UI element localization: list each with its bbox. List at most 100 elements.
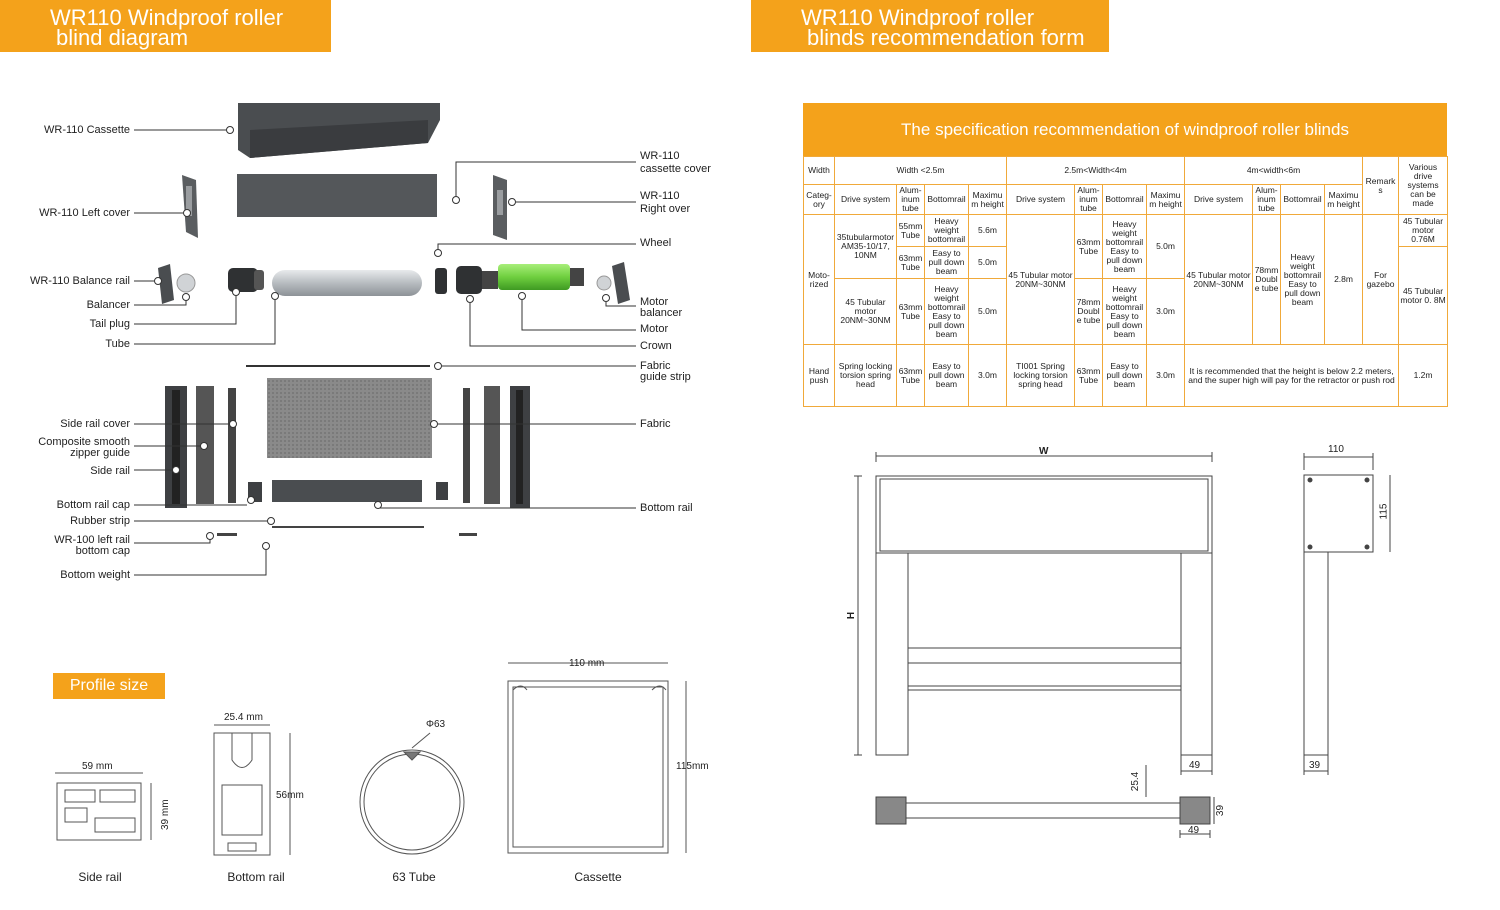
profile-size-badge: Profile size	[53, 673, 165, 699]
m-r1a-tube: 55mm Tube	[896, 214, 925, 247]
label-cassette: WR-110 Cassette	[44, 124, 130, 136]
dim-h: H	[846, 611, 858, 620]
col-height-1: Maximum height	[967, 184, 1008, 215]
category-label: Categ-ory	[803, 184, 835, 215]
dim-49-front: 49	[1189, 760, 1201, 771]
label-cassette-cover-1: WR-110	[640, 150, 680, 162]
m-variant-1: 45 Tubular motor 0.76M	[1398, 214, 1449, 247]
m-r1b-rail: Easy to pull down beam	[924, 246, 969, 279]
left-section-banner: WR110 Windproof roller blind diagram	[0, 0, 331, 52]
m-r1b-height: 5.0m	[967, 246, 1008, 279]
label-wheel: Wheel	[640, 237, 672, 249]
balance-rail-part	[158, 264, 264, 304]
label-cassette-cover-2: cassette cover	[640, 163, 711, 175]
label-zipper-guide-1: Composite smooth	[38, 436, 130, 448]
label-bottom-weight: Bottom weight	[60, 569, 130, 581]
col-drive-3: Drive system	[1184, 184, 1254, 215]
m-mid1-rail: Heavy weight bottomrail Easy to pull dow…	[1102, 214, 1148, 279]
dim-115: 115	[1378, 503, 1390, 520]
m-r2-tube: 63mm Tube	[896, 278, 925, 345]
m-r2-height: 5.0m	[967, 278, 1008, 345]
hand-label: Hand push	[803, 344, 835, 407]
label-rubber-strip: Rubber strip	[70, 515, 130, 527]
label-motor-balancer-1: Motor	[640, 296, 669, 308]
m-r2-rail: Heavy weight bottomrail Easy to pull dow…	[924, 278, 969, 345]
col-rail-2: Bottomrail	[1102, 184, 1148, 215]
col-height-2: Maximum height	[1146, 184, 1186, 215]
range-1: Width <2.5m	[833, 156, 1008, 185]
side-rails-right	[463, 386, 530, 508]
spec-grid: Width Width <2.5m 2.5m<Width<4m 4m<width…	[803, 156, 1449, 407]
h-mid-tube: 63mm Tube	[1074, 344, 1104, 407]
dim-49-plan: 49	[1188, 825, 1200, 836]
label-side-rail-cover: Side rail cover	[60, 418, 130, 430]
side-rail-width-dim: 59 mm	[82, 761, 113, 772]
cassette-profile	[507, 662, 687, 854]
col-rail-1: Bottomrail	[924, 184, 969, 215]
m-r1a-rail: Heavy weight bottomrail	[924, 214, 969, 247]
label-side-rail: Side rail	[90, 465, 130, 477]
exploded-diagram	[134, 103, 636, 576]
tube-part	[272, 270, 422, 296]
bottom-rail-width-dim: 25.4 mm	[224, 712, 263, 723]
h-note: It is recommended that the height is bel…	[1184, 344, 1400, 407]
caption-cassette: Cassette	[574, 870, 622, 884]
label-left-rail-cap-2: bottom cap	[75, 545, 130, 557]
h-tube: 63mm Tube	[896, 344, 925, 407]
dim-110: 110	[1328, 444, 1344, 455]
range-3: 4m<width<6m	[1184, 156, 1364, 185]
motorized-label: Moto-rized	[803, 214, 835, 345]
h-mid-rail: Easy to pull down beam	[1102, 344, 1148, 407]
fabric-part	[267, 378, 432, 458]
drive-note-header: Various drive systems can be made	[1398, 156, 1449, 215]
label-right-over-2: Right over	[640, 203, 691, 215]
left-cover-part	[182, 175, 198, 238]
col-alu-2: Alum-inum tube	[1074, 184, 1104, 215]
label-motor-balancer-2: balancer	[640, 307, 683, 319]
cassette-part	[238, 103, 440, 158]
left-rail-bottom-cap-part	[217, 533, 237, 536]
dim-39-plan: 39	[1215, 804, 1227, 817]
cassette-height-dim: 115mm	[676, 761, 709, 772]
label-left-cover: WR-110 Left cover	[39, 207, 130, 219]
label-fabric: Fabric	[640, 418, 671, 430]
dim-25-4: 25.4	[1130, 771, 1142, 792]
m-mid2-rail: Heavy weight bottomrail Easy to pull dow…	[1102, 278, 1148, 345]
h-height: 3.0m	[967, 344, 1008, 407]
m-variant-2: 45 Tubular motor 0. 8M	[1398, 246, 1449, 345]
caption-side-rail: Side rail	[78, 870, 122, 884]
tube-profile	[359, 732, 465, 855]
h-mid-drive: TI001 Spring locking torsion spring head	[1006, 344, 1076, 407]
banner-line-2: blind diagram	[56, 25, 189, 50]
h-mid-height: 3.0m	[1146, 344, 1186, 407]
bottom-rail-part	[248, 480, 448, 502]
right-cover-part	[493, 175, 507, 240]
col-height-3: Maximum height	[1324, 184, 1364, 215]
col-rail-3: Bottomrail	[1280, 184, 1326, 215]
spec-table-title: The specification recommendation of wind…	[803, 103, 1447, 156]
side-rail-profile	[55, 772, 152, 841]
label-crown: Crown	[640, 340, 672, 352]
banner-line-1: WR110 Windproof roller	[801, 5, 1035, 30]
banner-line-1: WR110 Windproof roller	[50, 5, 284, 30]
label-zipper-guide-2: zipper guide	[70, 447, 130, 459]
label-bottom-rail: Bottom rail	[640, 502, 693, 514]
caption-bottom-rail: Bottom rail	[227, 870, 285, 884]
spec-table: The specification recommendation of wind…	[803, 103, 1449, 407]
label-left-rail-cap-1: WR-100 left rail	[54, 534, 130, 546]
right-rail-bottom-cap-part	[459, 533, 477, 536]
label-bottom-rail-cap: Bottom rail cap	[56, 499, 130, 511]
m-r1-drive: 35tubularmotor AM35-10/17, 10NM	[834, 214, 897, 279]
remarks-header: Remarks	[1362, 156, 1400, 215]
tube-diameter-dim: Φ63	[426, 719, 446, 730]
range-2: 2.5m<Width<4m	[1006, 156, 1186, 185]
right-section-banner: WR110 Windproof roller blinds recommenda…	[751, 0, 1109, 52]
label-tail-plug: Tail plug	[89, 318, 130, 330]
dim-39-side: 39	[1309, 760, 1321, 771]
m-mid2-height: 3.0m	[1146, 278, 1186, 345]
m-large-drive: 45 Tubular motor 20NM~30NM	[1184, 214, 1254, 345]
m-large-tube: 78mm Double tube	[1252, 214, 1282, 345]
col-drive-1: Drive system	[834, 184, 897, 215]
h-rail: Easy to pull down beam	[924, 344, 969, 407]
width-label: Width	[803, 156, 835, 185]
